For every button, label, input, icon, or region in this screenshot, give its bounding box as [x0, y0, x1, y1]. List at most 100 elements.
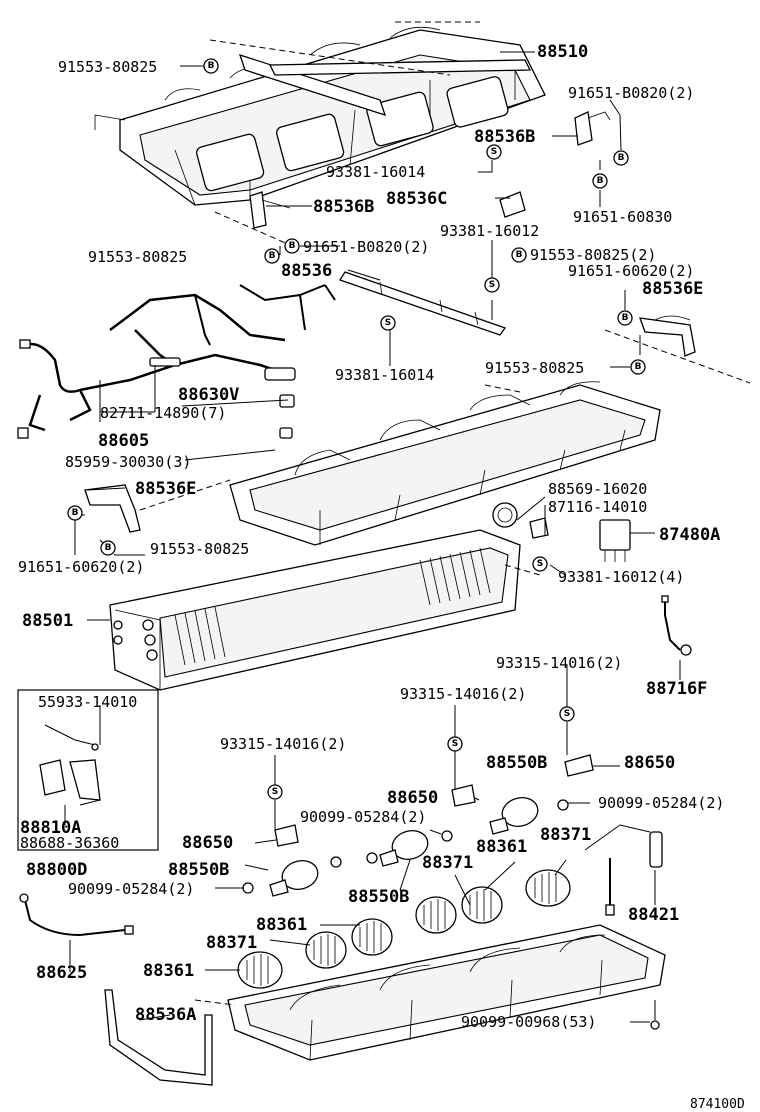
- svg-text:S: S: [452, 739, 458, 749]
- clip-85959: [279, 427, 293, 439]
- sensor-88421: [584, 824, 663, 916]
- svg-text:B: B: [618, 153, 625, 163]
- label-88536b-right: 88536B: [474, 127, 535, 147]
- label-93315-14016-2-mid: 93315-14016(2): [400, 685, 526, 703]
- label-88650-mid: 88650: [387, 788, 438, 808]
- nut-90099-left-a: [330, 856, 342, 868]
- bolt-symbol: B: [284, 238, 300, 254]
- label-88536e-right: 88536E: [642, 279, 703, 299]
- svg-text:S: S: [272, 787, 278, 797]
- label-88550b-mid: 88550B: [348, 887, 409, 907]
- bracket-88536a: [104, 989, 213, 1086]
- blower-wheels: [237, 869, 571, 989]
- screw-symbols: S S S S S S S: [267, 144, 575, 800]
- label-88810a: 88810A: [20, 818, 81, 838]
- svg-text:S: S: [385, 318, 391, 328]
- bolt-symbol: B: [630, 359, 646, 375]
- label-88630v: 88630V: [178, 385, 239, 405]
- bracket-88536b-right: [574, 111, 611, 146]
- wire-88625: [19, 893, 134, 937]
- diagram-id: 874100D: [690, 1097, 745, 1112]
- motor-88550b-left: [269, 860, 319, 897]
- bracket-88536: [339, 271, 507, 336]
- label-91553-80825-left: 91553-80825: [88, 248, 187, 266]
- svg-text:S: S: [564, 709, 570, 719]
- label-88605: 88605: [98, 431, 149, 451]
- bolt-symbol: B: [264, 248, 280, 264]
- label-88501: 88501: [22, 611, 73, 631]
- bolt-symbol: B: [67, 505, 83, 521]
- svg-text:B: B: [289, 241, 296, 251]
- resistor-87480a: [599, 519, 631, 562]
- leader-lines: [64, 51, 681, 1023]
- screw-symbol: S: [267, 784, 283, 800]
- label-88716f: 88716F: [646, 679, 707, 699]
- label-55933-14010: 55933-14010: [38, 693, 137, 711]
- label-87116-14010: 87116-14010: [548, 498, 647, 516]
- motor-88650-right: [564, 754, 594, 777]
- sensor-88716f: [661, 595, 692, 656]
- bolt-symbol: B: [100, 540, 116, 556]
- label-91651-60620-2-right: 91651-60620(2): [568, 262, 694, 280]
- lower-case: [227, 924, 666, 1061]
- label-88688-36360: 88688-36360: [20, 834, 119, 852]
- label-93381-16012-4: 93381-16012(4): [558, 568, 684, 586]
- bolt-symbols: B B B B B B B B B B: [67, 58, 646, 556]
- svg-text:S: S: [489, 280, 495, 290]
- screw-90099-00968: [650, 1000, 660, 1030]
- screw-symbol: S: [532, 556, 548, 572]
- label-90099-05284-2-left: 90099-05284(2): [68, 880, 194, 898]
- svg-text:B: B: [269, 251, 276, 261]
- label-88625: 88625: [36, 963, 87, 983]
- svg-text:S: S: [537, 559, 543, 569]
- wire-harness-88605: [17, 284, 336, 439]
- nut-90099-mid: [441, 830, 453, 842]
- screw-symbol: S: [447, 736, 463, 752]
- bracket-88536e-left: [84, 484, 141, 533]
- label-85959-30030: 85959-30030(3): [65, 453, 191, 471]
- label-93381-16014-top: 93381-16014: [326, 163, 425, 181]
- label-88536: 88536: [281, 261, 332, 281]
- label-88361-mid: 88361: [256, 915, 307, 935]
- screw-symbol: S: [486, 144, 502, 160]
- label-88650-left: 88650: [182, 833, 233, 853]
- label-88650-right: 88650: [624, 753, 675, 773]
- relay-88630v: [279, 394, 295, 408]
- label-88361-left: 88361: [143, 961, 194, 981]
- label-88421: 88421: [628, 905, 679, 925]
- svg-text:B: B: [635, 362, 642, 372]
- bracket-88536e-right: [639, 315, 696, 357]
- part-labels: 91553-80825 88510 91651-B0820(2) 88536B …: [18, 42, 745, 1112]
- motor-88550b-right: [489, 797, 539, 835]
- label-88371-mid: 88371: [422, 853, 473, 873]
- screw-symbol: S: [484, 277, 500, 293]
- label-93315-14016-2-left: 93315-14016(2): [220, 735, 346, 753]
- evaporator-88501: [109, 529, 521, 691]
- motor-88650-left: [274, 824, 299, 847]
- label-88371-left: 88371: [206, 933, 257, 953]
- screw-symbol: S: [559, 706, 575, 722]
- label-91553-80825-mid: 91553-80825: [485, 359, 584, 377]
- label-93381-16014-mid: 93381-16014: [335, 366, 434, 384]
- svg-text:B: B: [72, 508, 79, 518]
- label-91651-60620-2-left: 91651-60620(2): [18, 558, 144, 576]
- clip-87116: [529, 517, 549, 539]
- label-91553-80825-bottom: 91553-80825: [150, 540, 249, 558]
- label-91651-b0820-2-right: 91651-B0820(2): [568, 84, 694, 102]
- label-90099-05284-2-mid: 90099-05284(2): [300, 808, 426, 826]
- label-88536c: 88536C: [386, 189, 447, 209]
- label-88371-right: 88371: [540, 825, 591, 845]
- label-93381-16012: 93381-16012: [440, 222, 539, 240]
- label-93315-14016-2-right: 93315-14016(2): [496, 654, 622, 672]
- svg-text:B: B: [622, 313, 629, 323]
- upper-duct-housing: [94, 26, 546, 206]
- svg-text:B: B: [597, 176, 604, 186]
- bracket-88536c: [499, 191, 526, 218]
- bolt-symbol: B: [511, 247, 527, 263]
- motor-88650-mid: [451, 784, 476, 807]
- svg-text:B: B: [516, 250, 523, 260]
- label-91651-b0820-2-mid: 91651-B0820(2): [303, 238, 429, 256]
- clip-88569: [492, 502, 518, 528]
- label-88361-right: 88361: [476, 837, 527, 857]
